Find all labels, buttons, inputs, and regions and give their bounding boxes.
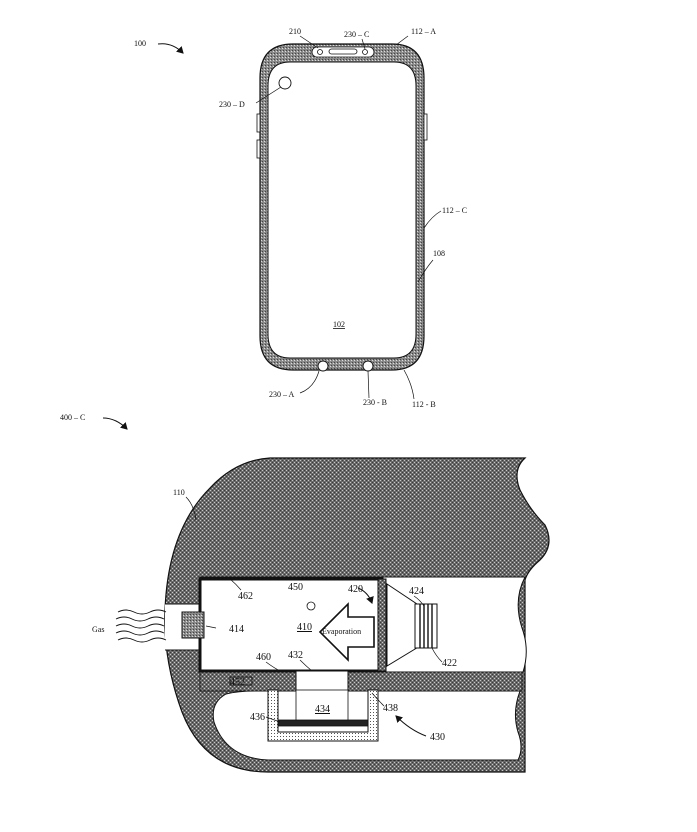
label-112c: 112 – C: [442, 206, 467, 215]
leader-436: [265, 716, 281, 723]
leader-462: [229, 578, 242, 591]
emitter-fins: [419, 604, 433, 648]
label-gas: Gas: [92, 625, 104, 634]
seal-452: [229, 676, 253, 686]
sensor-a: [317, 360, 329, 372]
label-evaporation: Evaporation: [322, 627, 361, 636]
figure-ref-100: 100: [134, 39, 146, 48]
leader-112c: [423, 210, 442, 229]
gas-wave-lines: [115, 609, 167, 643]
label-462: 462: [238, 591, 253, 602]
side-button-1: [256, 113, 261, 133]
label-230c: 230 – C: [344, 30, 369, 39]
label-424: 424: [409, 586, 424, 597]
leader-430: [395, 715, 427, 737]
label-436: 436: [250, 712, 265, 723]
label-414: 414: [229, 624, 244, 635]
label-112a: 112 – A: [411, 27, 436, 36]
leader-438: [371, 692, 385, 707]
leader-420: [357, 587, 374, 604]
port-432: [295, 670, 349, 692]
leader-108: [417, 259, 434, 283]
leader-432: [299, 659, 313, 672]
label-422: 422: [442, 658, 457, 669]
leader-414: [205, 625, 217, 629]
leader-230c: [361, 38, 366, 50]
label-430: 430: [430, 732, 445, 743]
leader-230d: [255, 86, 282, 104]
label-230a: 230 – A: [269, 390, 295, 399]
leader-112b: [403, 369, 415, 400]
label-110: 110: [173, 488, 185, 497]
leader-230a: [299, 370, 320, 394]
reservoir-inner: [295, 689, 349, 721]
sensor-b: [362, 360, 374, 372]
reservoir-membrane: [277, 719, 369, 727]
side-button-2: [256, 139, 261, 159]
evaporation-arrow: [318, 602, 375, 662]
label-410: 410: [297, 622, 312, 633]
leader-210: [299, 35, 319, 49]
emitter-body: [414, 603, 438, 649]
chamber-membrane: [377, 578, 387, 672]
label-460: 460: [256, 652, 271, 663]
device-figure: 100 210 230 – C 112 – A 230 – D 112 – C …: [134, 27, 467, 409]
label-420: 420: [348, 584, 363, 595]
cross-section-figure: 400 – C: [60, 413, 550, 773]
label-108: 108: [433, 249, 445, 258]
label-452: 452: [230, 677, 245, 688]
leader-424: [413, 595, 425, 607]
side-button-3: [423, 113, 428, 141]
front-sensor: [317, 49, 323, 55]
label-230d: 230 – D: [219, 100, 245, 109]
sensor-d: [278, 76, 292, 90]
reservoir-cup: [267, 689, 379, 742]
speaker-grille: [328, 48, 358, 55]
leader-422: [431, 647, 443, 663]
label-434: 434: [315, 704, 330, 715]
label-438: 438: [383, 703, 398, 714]
label-102: 102: [333, 320, 345, 329]
leader-112a: [395, 35, 409, 46]
figure-ref-arrow: [157, 43, 184, 54]
bubble-450: [306, 601, 316, 611]
label-210: 210: [289, 27, 301, 36]
label-450: 450: [288, 582, 303, 593]
label-230b: 230 - B: [363, 398, 387, 407]
label-432: 432: [288, 650, 303, 661]
figure-ref-arrow-2: [102, 417, 128, 430]
leader-460: [265, 661, 283, 673]
figure-ref-400c: 400 – C: [60, 413, 85, 422]
device-display: [267, 61, 417, 359]
gas-outlet-plug: [181, 611, 205, 639]
sensor-c-hole: [362, 49, 368, 55]
leader-230b: [367, 370, 370, 399]
leader-110: [185, 496, 197, 521]
label-112b: 112 - B: [412, 400, 436, 409]
